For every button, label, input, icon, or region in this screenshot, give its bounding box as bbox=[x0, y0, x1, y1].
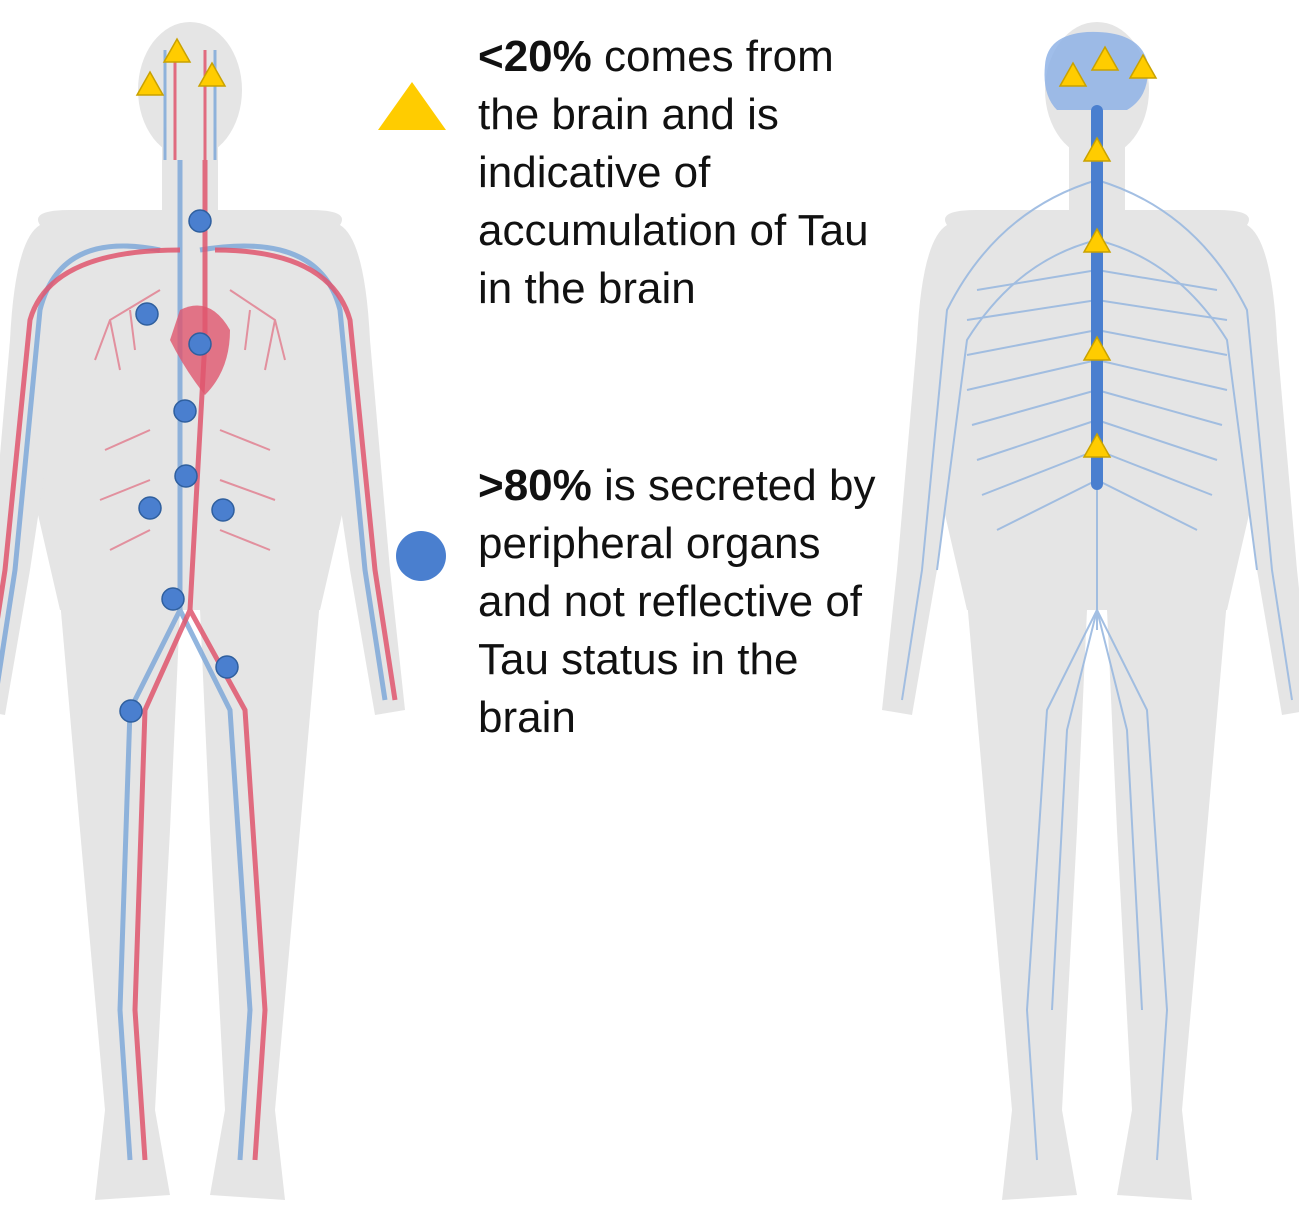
dot-marker bbox=[189, 210, 211, 232]
brain-percent: <20% bbox=[478, 32, 592, 81]
dot-marker bbox=[174, 400, 196, 422]
nervous-figure bbox=[882, 22, 1299, 1200]
circulatory-figure bbox=[0, 22, 405, 1200]
spinal-cord bbox=[1091, 105, 1103, 490]
peripheral-percent: >80% bbox=[478, 461, 592, 510]
brain bbox=[1045, 32, 1148, 110]
dot-marker bbox=[212, 499, 234, 521]
dot-marker bbox=[139, 497, 161, 519]
dot-marker bbox=[175, 465, 197, 487]
legend-dot-icon bbox=[396, 531, 446, 581]
legend-triangle-icon bbox=[378, 82, 446, 130]
dot-marker bbox=[189, 333, 211, 355]
dot-marker bbox=[120, 700, 142, 722]
dot-marker bbox=[216, 656, 238, 678]
dot-marker bbox=[162, 588, 184, 610]
legend-peripheral-text: >80% is secreted by peripheral organs an… bbox=[478, 457, 898, 747]
legend-brain-text: <20% comes from the brain and is indicat… bbox=[478, 28, 898, 318]
body-silhouette bbox=[882, 22, 1299, 1200]
dot-marker bbox=[136, 303, 158, 325]
